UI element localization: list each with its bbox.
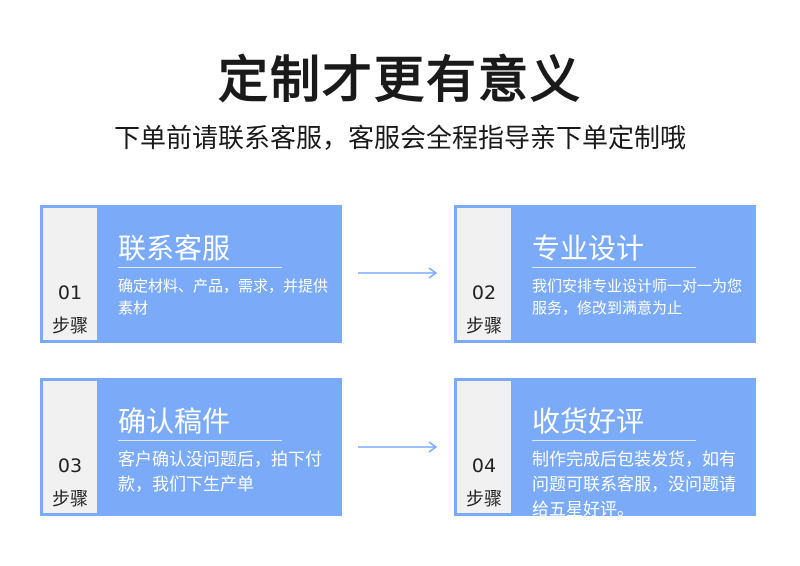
step-number-column: 04 步骤	[457, 381, 511, 513]
step-label: 步骤	[466, 489, 502, 510]
title-divider	[118, 267, 282, 268]
step-number-column: 01 步骤	[43, 208, 97, 340]
step-title: 专业设计	[532, 232, 645, 265]
step-label: 步骤	[52, 489, 88, 510]
step-number: 03	[57, 455, 83, 477]
step-number-column: 02 步骤	[457, 208, 511, 340]
step-card-3: 03 步骤 确认稿件 客户确认没问题后，拍下付款，我们下生产单	[40, 378, 342, 516]
page-title: 定制才更有意义	[218, 51, 582, 109]
step-card-1: 01 步骤 联系客服 确定材料、产品，需求，并提供素材	[40, 205, 342, 343]
page-subtitle: 下单前请联系客服，客服会全程指导亲下单定制哦	[113, 124, 686, 154]
step-title: 联系客服	[118, 232, 231, 265]
title-divider	[532, 440, 696, 441]
step-description: 确定材料、产品，需求，并提供素材	[118, 277, 329, 317]
title-divider	[532, 267, 696, 268]
step-label: 步骤	[466, 316, 502, 337]
step-number: 04	[471, 455, 497, 477]
step-description: 制作完成后包装发货，如有问题可联系客服，没问题请给五星好评。	[532, 450, 736, 520]
title-divider	[118, 440, 282, 441]
step-number: 02	[471, 282, 497, 304]
arrow-right-icon	[358, 441, 438, 453]
step-description: 我们安排专业设计师一对一为您服务，修改到满意为止	[532, 277, 743, 317]
step-description: 客户确认没问题后，拍下付款，我们下生产单	[118, 450, 322, 495]
step-card-2: 02 步骤 专业设计 我们安排专业设计师一对一为您服务，修改到满意为止	[454, 205, 756, 343]
step-card-4: 04 步骤 收货好评 制作完成后包装发货，如有问题可联系客服，没问题请给五星好评…	[454, 378, 756, 520]
step-number-column: 03 步骤	[43, 381, 97, 513]
step-title: 收货好评	[532, 405, 645, 438]
step-title: 确认稿件	[118, 405, 231, 438]
step-label: 步骤	[52, 316, 88, 337]
arrow-right-icon	[358, 267, 438, 279]
step-number: 01	[57, 282, 83, 304]
